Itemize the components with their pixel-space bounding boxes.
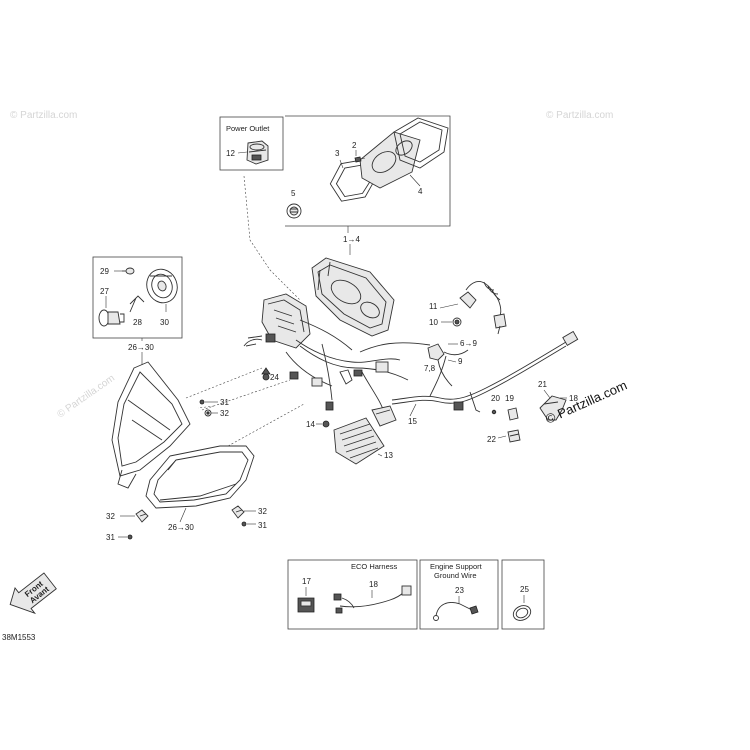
watermark-faint-top-left: © Partzilla.com <box>10 110 77 121</box>
power-outlet-frame <box>219 116 284 171</box>
ground-wire-part-23 <box>433 602 479 621</box>
callout-4: 4 <box>418 187 423 196</box>
headlamp-front <box>145 445 255 509</box>
callout-9: 9 <box>458 357 463 366</box>
callout-32c: 32 <box>106 512 115 521</box>
callout-23: 23 <box>455 586 464 595</box>
callout-27: 27 <box>100 287 109 296</box>
grommet-part-31b <box>241 521 247 527</box>
ecu-bracket <box>245 293 311 349</box>
ring-part-25 <box>512 605 532 621</box>
ignition-switch <box>427 343 469 387</box>
callout-1-4: 1→4 <box>343 235 360 244</box>
screw-part-32a <box>204 409 212 417</box>
callout-30: 30 <box>160 318 169 327</box>
ground-wire-frame <box>419 559 499 630</box>
callout-2: 2 <box>352 141 357 150</box>
faint-watermarks: © Partzilla.com © Partzilla.com © Partzi… <box>10 110 613 420</box>
ground-wire-title-2: Ground Wire <box>434 571 477 580</box>
headlight-bulb-part-27 <box>98 309 125 327</box>
headlamp-left <box>111 361 191 489</box>
eco-harness-part-18 <box>333 585 412 614</box>
callout-15: 15 <box>408 417 417 426</box>
callout-32a: 32 <box>220 409 229 418</box>
power-outlet-box: Power Outlet 12 <box>219 116 284 171</box>
power-outlet-part <box>246 140 269 165</box>
bracket-part-21 <box>539 395 567 421</box>
gauge-cluster-part <box>359 131 421 189</box>
nut-part-14 <box>322 420 330 428</box>
callout-26-30a: 26→30 <box>128 343 154 352</box>
eco-harness-title: ECO Harness <box>351 562 398 571</box>
front-direction-arrow: Front Avant <box>9 572 57 615</box>
callout-18b: 18 <box>569 394 578 403</box>
ground-wire-box: Engine Support Ground Wire 23 <box>419 559 499 630</box>
power-outlet-title: Power Outlet <box>226 124 270 133</box>
callout-12: 12 <box>226 149 235 158</box>
gauge-box: 2 3 4 5 <box>285 115 451 227</box>
ring-box-frame <box>501 559 545 630</box>
assembly-leader-lines <box>185 175 305 447</box>
callout-19: 19 <box>505 394 514 403</box>
spring-clip-part-28 <box>129 295 145 313</box>
callout-13: 13 <box>384 451 393 460</box>
watermark-faint-top-right: © Partzilla.com <box>546 110 613 121</box>
callout-29: 29 <box>100 267 109 276</box>
clip-part-22 <box>507 429 521 443</box>
harness-extension-15 <box>391 330 579 413</box>
voltage-regulator-13 <box>333 417 385 465</box>
headlight-bulb-box: 29 27 28 30 <box>92 256 183 339</box>
callout-28: 28 <box>133 318 142 327</box>
installed-gauge-cluster <box>311 257 395 337</box>
callout-26-30b: 26→30 <box>168 523 194 532</box>
tether-cord-11 <box>459 281 507 335</box>
clip-part-20 <box>491 409 497 415</box>
callout-14: 14 <box>306 420 315 429</box>
ring-box: 25 <box>501 559 545 630</box>
callout-25: 25 <box>520 585 529 594</box>
dust-cover-part-30 <box>146 268 178 304</box>
watermark-faint-left: © Partzilla.com <box>55 373 117 421</box>
callout-22: 22 <box>487 435 496 444</box>
knob-part-5 <box>286 203 302 219</box>
callout-5: 5 <box>291 189 296 198</box>
switch-part-17 <box>297 597 315 613</box>
main-harness-wires <box>243 319 431 413</box>
figure-code: 38M1553 <box>2 633 36 642</box>
screw-part-32b <box>231 505 245 519</box>
callout-10: 10 <box>429 318 438 327</box>
gauge-gasket-part <box>393 117 449 169</box>
cap-part-10 <box>452 317 462 327</box>
callout-31c: 31 <box>106 533 115 542</box>
eco-harness-box: ECO Harness 17 18 <box>287 559 418 630</box>
callout-24: 24 <box>270 373 279 382</box>
connector-near-13 <box>371 405 397 427</box>
callout-21: 21 <box>538 380 547 389</box>
callout-32b: 32 <box>258 507 267 516</box>
clip-part-19 <box>507 407 519 421</box>
grommet-part-31c <box>127 534 133 540</box>
callout-20: 20 <box>491 394 500 403</box>
callout-3: 3 <box>335 149 340 158</box>
callout-31b: 31 <box>258 521 267 530</box>
fuse-part-24 <box>261 367 271 381</box>
eco-harness-frame <box>287 559 418 630</box>
grommet-part-31a <box>199 399 205 405</box>
callout-18: 18 <box>369 580 378 589</box>
callout-31a: 31 <box>220 398 229 407</box>
ground-wire-title-1: Engine Support <box>430 562 483 571</box>
screw-part-2 <box>354 156 366 163</box>
screw-part-32c <box>135 509 149 523</box>
bulb-box-frame <box>92 256 183 339</box>
callout-11: 11 <box>429 302 438 311</box>
callout-7-8: 7,8 <box>424 364 436 373</box>
callout-17: 17 <box>302 577 311 586</box>
small-bulb-part-29 <box>122 267 135 275</box>
callout-6-9: 6→9 <box>460 339 477 348</box>
